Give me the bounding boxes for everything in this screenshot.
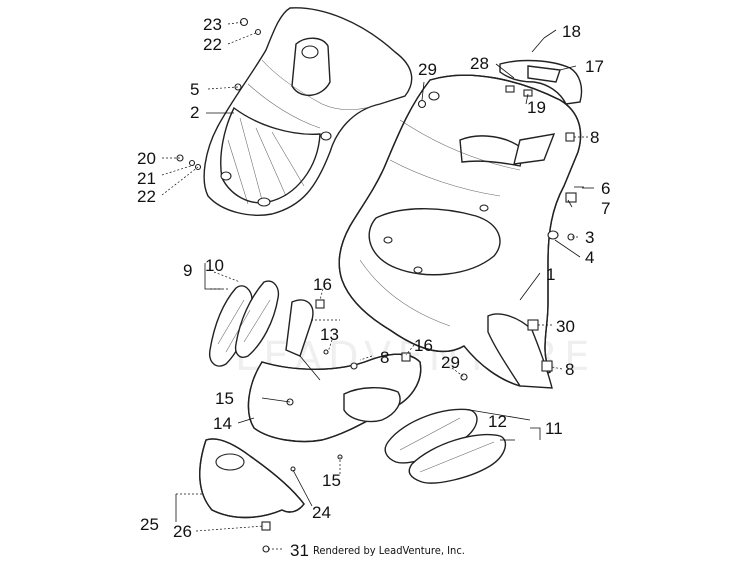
bottom-spoiler-part (199, 438, 305, 519)
callout-29: 29 (441, 353, 460, 372)
callout-1: 1 (546, 265, 555, 284)
callout-15-a: 15 (215, 389, 234, 408)
lower-front-panel-part (247, 299, 422, 443)
side-reflector-part (384, 408, 507, 484)
callout-8-d: 8 (565, 360, 574, 379)
callout-3: 3 (585, 228, 594, 247)
callout-21: 21 (137, 169, 156, 188)
callout-27: 26 (173, 522, 192, 541)
callout-18: 18 (562, 22, 581, 41)
callout-8-c: 8 (380, 348, 389, 367)
callout-8-a: 8 (590, 128, 599, 147)
side-lens-part (209, 280, 280, 367)
callout-25: 29 (418, 60, 437, 79)
callout-9: 9 (183, 261, 192, 280)
callout-10: 10 (205, 256, 224, 275)
callout-15-b: 15 (322, 471, 341, 490)
front-body-part (338, 74, 582, 389)
front-shield-upper-part (203, 7, 413, 216)
callout-12: 12 (488, 412, 507, 431)
callout-5: 5 (190, 80, 199, 99)
callout-6: 6 (601, 179, 610, 198)
callout-13: 13 (320, 325, 339, 344)
callout-22-top: 22 (203, 35, 222, 54)
callout-16-b: 16 (414, 336, 433, 355)
callout-20: 20 (137, 149, 156, 168)
callout-7: 7 (601, 199, 610, 218)
callout-labels: 23 22 5 2 20 21 22 29 18 17 28 19 8 6 7 … (137, 15, 610, 560)
callout-19: 19 (527, 98, 546, 117)
callout-17: 17 (585, 57, 604, 76)
callout-23: 23 (203, 15, 222, 34)
callout-22-left: 22 (137, 187, 156, 206)
callout-24: 28 (470, 54, 489, 73)
rendered-by-footer: Rendered by LeadVenture, Inc. (313, 544, 465, 557)
callout-28: 24 (312, 503, 331, 522)
callout-30: 30 (556, 317, 575, 336)
callout-16-a: 16 (313, 275, 332, 294)
leader-lines (161, 21, 588, 550)
callout-2: 2 (190, 103, 199, 122)
handle-cover-part (499, 59, 583, 105)
callout-14: 14 (213, 414, 232, 433)
callout-11: 11 (545, 419, 563, 438)
callout-26: 25 (140, 515, 159, 534)
callout-4: 4 (585, 248, 594, 267)
callout-31: 31 (290, 541, 309, 560)
